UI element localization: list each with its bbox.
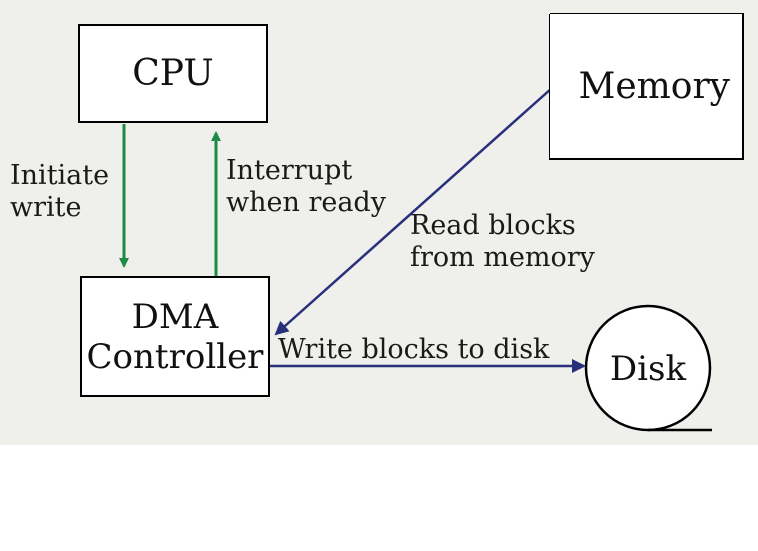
read-blocks-arrow	[274, 87, 553, 336]
interrupt-label: Interrupt when ready	[226, 155, 386, 219]
cpu-node: CPU	[78, 24, 268, 123]
read-blocks-label-line1: Read blocks	[410, 210, 576, 241]
interrupt-label-line2: when ready	[226, 187, 386, 218]
memory-node: Memory	[550, 14, 744, 160]
initiate-write-label-line2: write	[10, 192, 82, 223]
initiate-write-label-line1: Initiate	[10, 160, 110, 191]
disk-label: Disk	[610, 349, 687, 389]
read-blocks-label: Read blocks from memory	[410, 210, 595, 274]
arrows-layer: Disk	[119, 13, 744, 432]
read-blocks-label-line2: from memory	[410, 242, 595, 273]
interrupt-label-line1: Interrupt	[226, 155, 353, 186]
dma-controller-node: DMA Controller	[80, 276, 270, 397]
write-blocks-label-text: Write blocks to disk	[278, 334, 550, 365]
cpu-label: CPU	[132, 53, 214, 94]
write-blocks-label: Write blocks to disk	[278, 334, 549, 366]
memory-label: Memory	[578, 65, 730, 107]
initiate-write-label: Initiate write	[10, 160, 109, 224]
dma-label-line2: Controller	[86, 336, 264, 377]
dma-label-line1: DMA	[131, 296, 219, 337]
